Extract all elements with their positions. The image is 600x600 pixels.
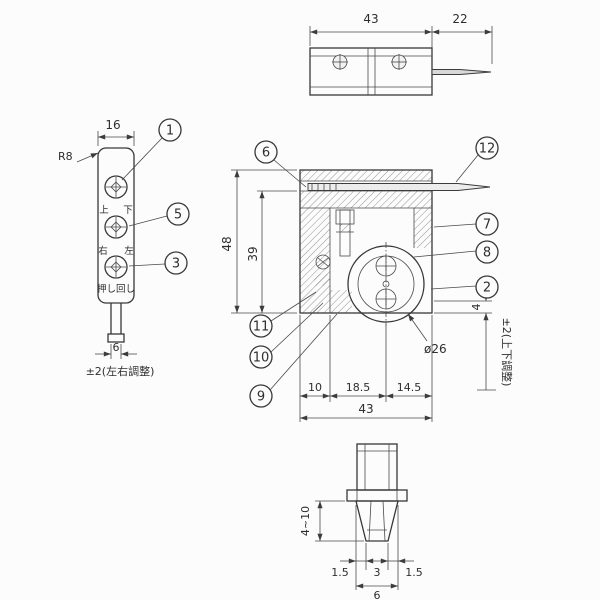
front-stem — [107, 303, 125, 343]
ud-adjust-note-group: ±2(上下調整) — [477, 318, 514, 391]
dim-stem-width: 6 — [113, 341, 120, 354]
label-right: 右 — [98, 245, 108, 257]
callout-9: 9 — [249, 313, 338, 408]
callout-7-number: 7 — [483, 218, 491, 233]
dim-seg1: 10 — [308, 381, 322, 394]
label-up: 上 — [99, 205, 109, 216]
dim-seg2: 18.5 — [346, 381, 371, 394]
callout-8: 8 — [413, 240, 499, 264]
dim-top-pin-length: 22 — [452, 12, 467, 26]
callout-2-number: 2 — [483, 281, 491, 296]
top-screw-left-icon — [332, 54, 348, 70]
top-view: 43 22 — [309, 12, 493, 96]
front-screw-top-icon — [104, 175, 128, 199]
dim-plug-total: 6 — [374, 589, 381, 600]
callout-1-number: 1 — [166, 124, 174, 139]
dim-section-inner-height: 39 — [246, 246, 260, 261]
front-width-dimension: 16 — [97, 118, 135, 146]
plug-width-dimensions: 1.5 3 1.5 6 — [331, 505, 423, 600]
strike-pin-top — [431, 69, 492, 75]
dim-front-width: 16 — [105, 118, 120, 132]
diameter-callout: ø26 — [407, 313, 447, 356]
callout-5: 5 — [128, 202, 190, 227]
adjuster-mechanism — [315, 209, 355, 270]
front-view: 16 R8 上 下 右 左 押し回し — [58, 118, 190, 378]
roller-assembly — [347, 242, 425, 326]
callout-11: 11 — [249, 291, 317, 338]
dim-section-height: 48 — [220, 236, 234, 251]
callout-12-number: 12 — [479, 142, 496, 157]
callout-7: 7 — [433, 212, 499, 236]
label-push-turn: 押し回し — [97, 283, 135, 295]
label-down: 下 — [123, 205, 133, 216]
plug-depth-dimension: 4~10 — [299, 500, 364, 542]
callout-5-number: 5 — [174, 208, 182, 223]
label-left: 左 — [124, 245, 134, 257]
front-plate-outline — [97, 147, 135, 304]
section-view: 48 39 10 18.5 14.5 43 4 — [220, 136, 514, 422]
callout-10-number: 10 — [253, 351, 270, 366]
callout-2: 2 — [430, 275, 499, 299]
top-view-body — [309, 47, 433, 96]
callout-10: 10 — [249, 302, 324, 369]
callout-11-number: 11 — [253, 320, 270, 335]
bottom-view: 4~10 1.5 3 1.5 6 — [299, 443, 423, 600]
dim-section-total: 43 — [358, 402, 373, 416]
callout-3: 3 — [128, 251, 188, 275]
dim-seg3: 14.5 — [397, 381, 422, 394]
diameter-label: ø26 — [424, 342, 447, 356]
section-hatching — [300, 170, 432, 313]
dim-top-body-length: 43 — [363, 12, 378, 26]
strike-pin-section — [307, 183, 491, 191]
front-screw-middle-icon — [104, 215, 128, 239]
stem-width-dimension: 6 — [95, 341, 137, 359]
callout-9-number: 9 — [257, 390, 265, 405]
callout-6: 6 — [254, 140, 307, 188]
bottom-view-body — [346, 443, 408, 542]
pin-spring-coils — [311, 183, 337, 191]
callout-8-number: 8 — [483, 246, 491, 261]
dim-plug-left: 1.5 — [331, 566, 349, 579]
callout-3-number: 3 — [172, 257, 180, 272]
top-view-dimensions: 43 22 — [309, 12, 493, 64]
height-dimension-48: 48 — [220, 169, 297, 314]
callout-12: 12 — [455, 136, 499, 183]
dim-plug-mid: 3 — [374, 566, 381, 579]
callout-6-number: 6 — [262, 146, 270, 161]
ud-adjust-note: ±2(上下調整) — [500, 318, 514, 387]
radius-label: R8 — [58, 150, 73, 163]
lr-adjust-note: ±2(左右調整) — [86, 364, 155, 378]
dim-plug-right: 1.5 — [405, 566, 423, 579]
bottom-chain-dimensions: 10 18.5 14.5 43 — [299, 315, 433, 422]
dim-plug-depth: 4~10 — [299, 506, 312, 536]
height-dimension-39: 39 — [246, 190, 297, 313]
dim-right-offset: 4 — [470, 304, 483, 311]
radius-callout: R8 — [58, 150, 99, 163]
top-screw-right-icon — [391, 54, 407, 70]
front-screw-bottom-icon — [104, 255, 128, 279]
callout-1: 1 — [121, 118, 182, 181]
